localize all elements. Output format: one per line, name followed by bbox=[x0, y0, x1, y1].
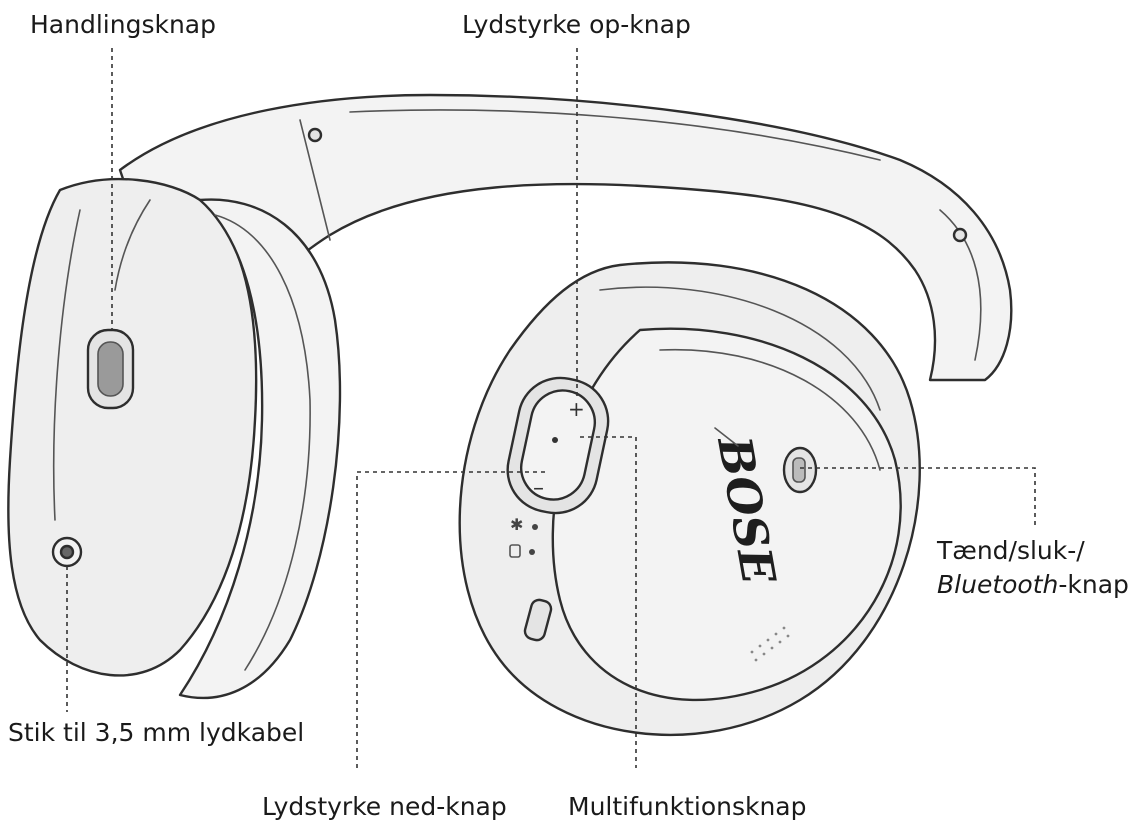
label-volume-down: Lydstyrke ned-knap bbox=[262, 792, 507, 821]
left-earcup bbox=[7, 177, 342, 700]
label-power-bluetooth-line2: Bluetooth-knap bbox=[937, 568, 1129, 602]
label-power-bluetooth-line1: Tænd/sluk-/ bbox=[937, 536, 1085, 565]
usb-port-icon bbox=[523, 598, 553, 642]
label-volume-up: Lydstyrke op-knap bbox=[462, 10, 691, 39]
minus-icon: – bbox=[533, 476, 544, 501]
label-power-bluetooth: Tænd/sluk-/ Bluetooth-knap bbox=[937, 534, 1129, 602]
leader-multifunction bbox=[580, 436, 637, 768]
label-action-button: Handlingsknap bbox=[30, 10, 216, 39]
hinge-screw-icon bbox=[307, 127, 323, 143]
battery-icon bbox=[509, 544, 521, 558]
right-earcup: + – ✱ BOSE bbox=[458, 261, 921, 736]
leader-power-bluetooth bbox=[800, 467, 1036, 528]
bluetooth-icon: ✱ bbox=[510, 515, 523, 534]
multifunction-dot-icon bbox=[552, 437, 558, 443]
label-audio-jack: Stik til 3,5 mm lydkabel bbox=[8, 718, 305, 747]
plus-icon: + bbox=[568, 397, 585, 421]
hinge-screw-icon bbox=[952, 227, 968, 243]
label-bluetooth-italic: Bluetooth bbox=[937, 570, 1059, 599]
leader-volume-down bbox=[356, 471, 545, 768]
label-multifunction: Multifunktionsknap bbox=[568, 792, 807, 821]
label-knap-suffix: -knap bbox=[1058, 570, 1129, 599]
leader-lines bbox=[66, 48, 1036, 768]
speaker-grille bbox=[750, 626, 790, 662]
